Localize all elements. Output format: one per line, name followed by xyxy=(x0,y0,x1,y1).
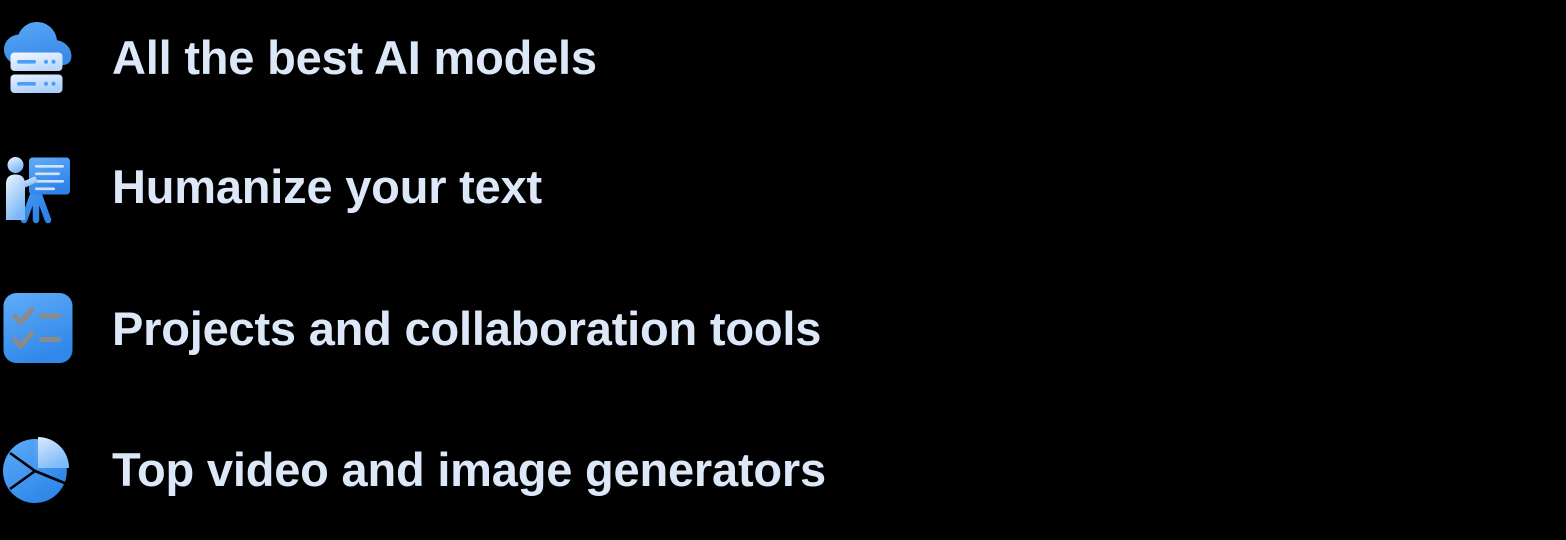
feature-row[interactable]: Top video and image generators xyxy=(0,399,1566,540)
feature-label: Projects and collaboration tools xyxy=(112,301,822,355)
feature-row[interactable]: Humanize your text xyxy=(0,115,1566,258)
feature-label: All the best AI models xyxy=(112,30,597,84)
checklist-icon xyxy=(2,290,74,366)
pie-chart-icon xyxy=(2,431,74,507)
presenter-person-icon xyxy=(2,148,74,224)
feature-label: Humanize your text xyxy=(112,159,542,213)
cloud-server-icon xyxy=(2,19,74,95)
feature-row[interactable]: Projects and collaboration tools xyxy=(0,258,1566,399)
feature-label: Top video and image generators xyxy=(112,442,826,496)
feature-row[interactable]: All the best AI models xyxy=(0,0,1566,115)
